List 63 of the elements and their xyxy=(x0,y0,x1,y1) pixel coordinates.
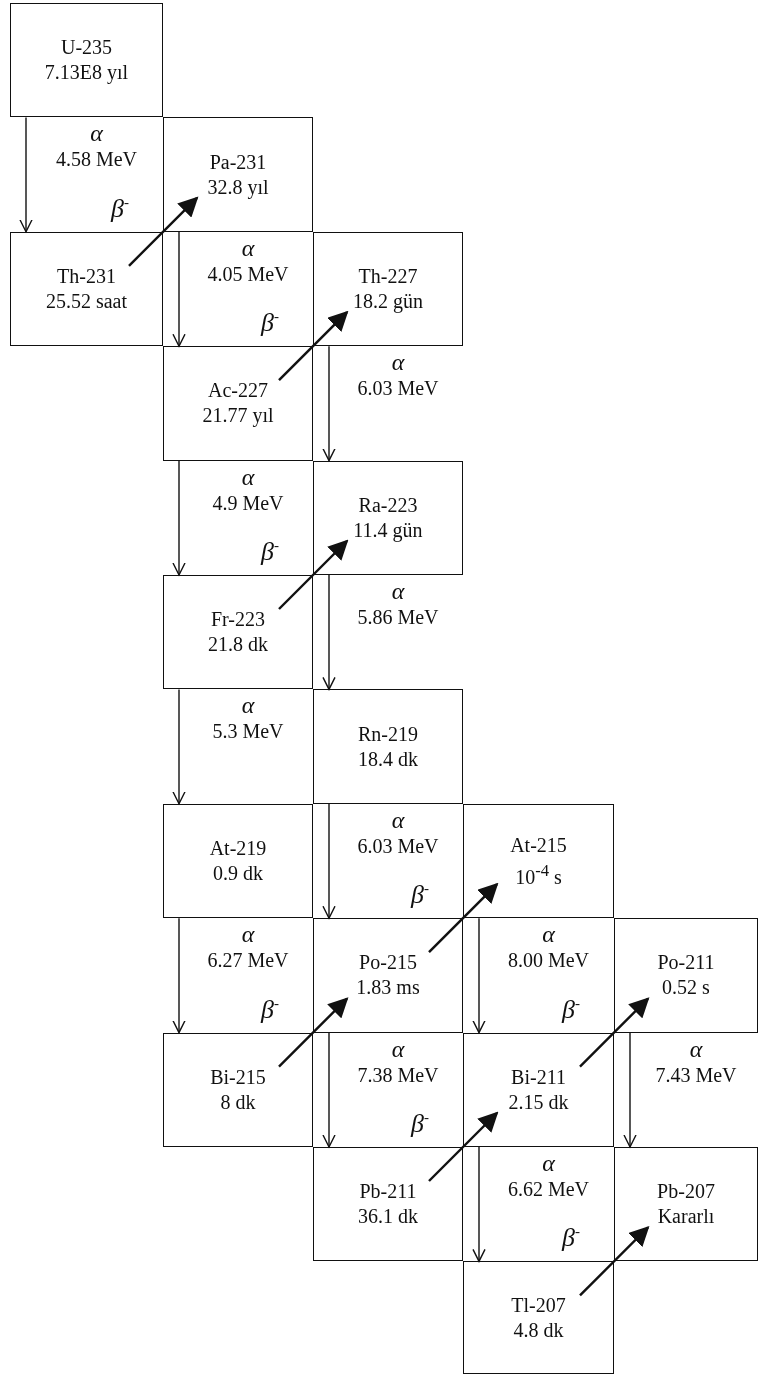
nuclide-box xyxy=(614,1147,758,1262)
nuclide-name: Ac-227 xyxy=(208,378,268,404)
nuclide-name: Ra-223 xyxy=(358,492,418,518)
arrow xyxy=(623,1031,637,1148)
half-life: 0.9 dk xyxy=(213,861,263,886)
nuclide-box xyxy=(163,575,313,690)
nuclide-box xyxy=(313,231,463,347)
nuclide-name: Th-231 xyxy=(57,264,116,289)
half-life: 18.2 gün xyxy=(353,289,423,314)
half-life: 8 dk xyxy=(220,1089,256,1115)
nuclide-box xyxy=(163,1032,313,1147)
half-life: 7.13E8 yıl xyxy=(44,60,129,86)
nuclide-box xyxy=(313,1147,463,1262)
half-life: 4.8 dk xyxy=(513,1317,564,1343)
nuclide-name: Po-211 xyxy=(657,950,715,976)
nuclide-name: Fr-223 xyxy=(210,607,265,633)
nuclide-name: Pa-231 xyxy=(209,149,267,175)
arrow xyxy=(322,574,336,691)
half-life: 32.8 yıl xyxy=(207,174,269,200)
arrow xyxy=(472,917,486,1034)
nuclide-box xyxy=(10,3,163,118)
half-life: 11.4 gün xyxy=(353,517,423,543)
nuclide-name: Bi-211 xyxy=(511,1064,566,1090)
arrow xyxy=(322,1031,336,1148)
arrow xyxy=(19,116,33,233)
nuclide-name: Pb-207 xyxy=(657,1179,715,1205)
nuclide-box xyxy=(614,918,758,1033)
nuclide-name: Pb-211 xyxy=(359,1179,417,1205)
nuclide-name: Th-227 xyxy=(358,264,418,289)
half-life: 36.1 dk xyxy=(358,1204,418,1230)
half-life: 1.83 ms xyxy=(356,975,420,1001)
half-life: 25.52 saat xyxy=(45,289,128,314)
half-life: Kararlı xyxy=(657,1204,715,1230)
nuclide-name: Tl-207 xyxy=(511,1292,566,1318)
nuclide-box xyxy=(163,117,313,232)
nuclide-name: Bi-215 xyxy=(210,1064,266,1090)
arrow xyxy=(172,459,186,576)
nuclide-box xyxy=(10,231,163,347)
arrow xyxy=(172,917,186,1034)
nuclide-name: Rn-219 xyxy=(358,721,418,747)
nuclide-name: U-235 xyxy=(60,35,113,61)
arrow xyxy=(322,803,336,919)
arrow xyxy=(322,345,336,462)
half-life: 10$^{-4}$ s xyxy=(515,859,562,890)
half-life: 2.15 dk xyxy=(508,1089,569,1115)
nuclide-name: At-215 xyxy=(510,832,567,858)
nuclide-box xyxy=(313,689,463,804)
nuclide-name: At-219 xyxy=(209,836,267,861)
arrow xyxy=(172,688,186,805)
half-life: 21.8 dk xyxy=(208,632,268,658)
arrow xyxy=(172,231,186,347)
half-life: 21.77 yıl xyxy=(202,403,274,429)
nuclide-box xyxy=(313,918,463,1033)
nuclide-box xyxy=(463,1032,614,1147)
nuclide-box xyxy=(463,1261,614,1374)
nuclide-box xyxy=(163,803,313,919)
half-life: 18.4 dk xyxy=(358,746,418,772)
arrow xyxy=(472,1146,486,1263)
nuclide-box xyxy=(163,346,313,461)
nuclide-box xyxy=(463,803,614,919)
nuclide-box xyxy=(313,460,463,575)
half-life: 0.52 s xyxy=(662,975,710,1001)
nuclide-name: Po-215 xyxy=(359,950,417,976)
